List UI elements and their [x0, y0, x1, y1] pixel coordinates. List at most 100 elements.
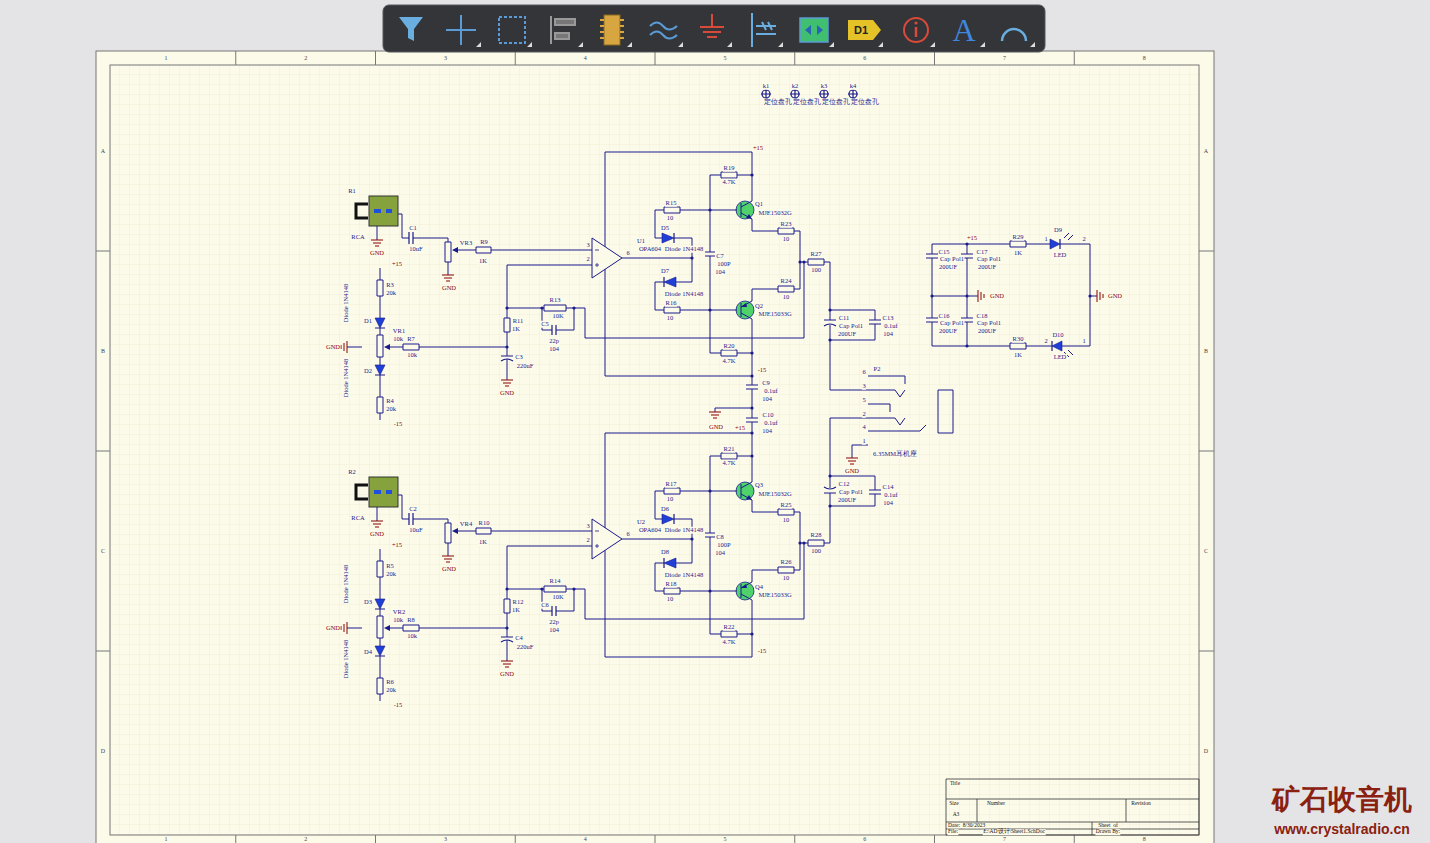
capacitor-symbol [926, 254, 973, 322]
zone-marker: A [100, 148, 105, 154]
part-label: 10 [666, 215, 674, 222]
power-label: +15 [391, 542, 402, 549]
part-label: R8 [407, 617, 416, 624]
part-label: C11 [838, 315, 850, 322]
zone-marker: D [1203, 748, 1208, 754]
part-label: Cap Pol1 [976, 320, 1001, 327]
part-label: D6 [661, 506, 670, 513]
part-label: R22 [723, 624, 735, 631]
part-label: MJE15032G [758, 210, 792, 217]
sheet-border [96, 51, 1214, 843]
part-label: D1 [364, 318, 373, 325]
port-icon [752, 13, 776, 47]
part-label: 10uF [409, 246, 423, 253]
part-label: C5 [541, 321, 550, 328]
zone-marker: 7 [1002, 836, 1006, 842]
zone-marker: 8 [1142, 836, 1146, 842]
title-block-text: Revision [1131, 801, 1152, 807]
part-label: Diode 1N4148 [664, 246, 703, 253]
title-block-text: Sheet of [1098, 823, 1119, 829]
part-label: R10 [478, 520, 490, 527]
junction-dot [750, 374, 753, 434]
part-label: C14 [882, 484, 894, 491]
part-label: R20 [723, 343, 735, 350]
junction-dot [930, 242, 1091, 347]
part-label: 10uF [409, 527, 423, 534]
title-block-text: Date: [948, 823, 961, 829]
capacitor-symbol [746, 385, 758, 422]
part-label: R11 [512, 318, 524, 325]
part-label: 22p [549, 619, 560, 626]
part-label: 6 [626, 531, 630, 538]
wire [830, 262, 875, 543]
part-label: MJE15033G [758, 311, 792, 318]
part-label: 4.7K [722, 179, 736, 186]
part-label: R13 [549, 297, 561, 304]
part-label: 1K [512, 326, 521, 333]
part-label: R5 [386, 563, 395, 570]
part-label: 104 [549, 346, 560, 353]
transistor-body [736, 201, 754, 219]
zone-marker: 5 [723, 836, 727, 842]
toolbar-tag: D1 [853, 25, 868, 36]
part-label: 0.1uf [764, 420, 779, 427]
junction-dot [828, 308, 831, 507]
part-label: R7 [407, 336, 416, 343]
part-label: D10 [1052, 332, 1064, 339]
part-label: 1K [1014, 250, 1023, 257]
part-label: Cap Pol1 [838, 489, 863, 496]
hole-label: 定位盘孔 [822, 99, 851, 106]
power-label: GND [1107, 293, 1122, 300]
part-label: R3 [386, 282, 395, 289]
part-label: 1K [1014, 352, 1023, 359]
zone-marker: 7 [1002, 55, 1006, 61]
part-label: Diode 1N4148 [664, 527, 703, 534]
part-label: 100P [717, 542, 731, 549]
part-label: 1 [862, 438, 866, 445]
part-label: 0.1uf [884, 492, 899, 499]
part-label: k3 [820, 83, 828, 90]
part-label: 100 [811, 267, 822, 274]
part-label: 4.7K [722, 639, 736, 646]
part-label: 10K [552, 594, 564, 601]
part-label: Cap Pol1 [939, 256, 964, 263]
part-label: 1K [512, 607, 521, 614]
part-label: R1 [348, 188, 357, 195]
resistor-symbol [377, 172, 824, 413]
zone-marker: 1 [164, 55, 168, 61]
part-label: R26 [780, 559, 792, 566]
amplifier-channel [341, 152, 830, 420]
ground-icon [700, 14, 724, 37]
part-label: D2 [364, 368, 373, 375]
part-label: D5 [661, 225, 670, 232]
part-label: k1 [762, 83, 770, 90]
part-label: 4.7K [722, 358, 736, 365]
part-label: D8 [661, 549, 670, 556]
part-label: 10 [782, 294, 790, 301]
part-label: 200UF [977, 264, 996, 271]
part-label: 104 [762, 428, 773, 435]
diode-bar [375, 233, 674, 375]
part-label: P2 [873, 366, 881, 373]
part-label: 10k [407, 352, 418, 359]
title-block-text: E:\AD设计\Sheet1.SchDoc [983, 829, 1046, 835]
power-label: +15 [966, 235, 977, 242]
part-label: R21 [723, 446, 735, 453]
part-label: 0.1uf [764, 388, 779, 395]
part-label: R12 [512, 599, 524, 606]
title-block-text: Title [949, 781, 960, 787]
opamp-inputs [595, 250, 599, 267]
part-label: 20k [386, 687, 397, 694]
part-label: 104 [715, 269, 726, 276]
part-label: LED [1053, 252, 1067, 259]
zone-marker: 2 [304, 55, 308, 61]
zone-marker: C [100, 548, 105, 554]
hole-label: 定位盘孔 [764, 99, 793, 106]
part-label: 2 [586, 537, 590, 544]
part-label: 200UF [938, 328, 957, 335]
hole-label: 定位盘孔 [793, 99, 822, 106]
part-label: 104 [883, 331, 894, 338]
part-label: 20k [386, 406, 397, 413]
